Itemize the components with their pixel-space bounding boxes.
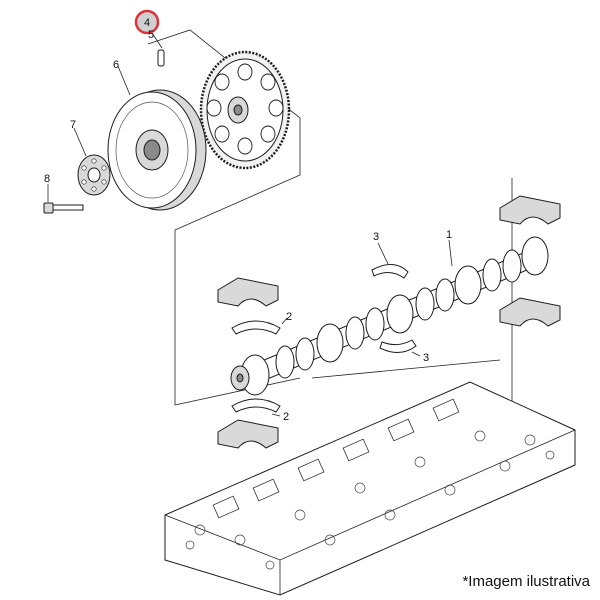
- callout-7: 7: [70, 119, 76, 131]
- callout-3-top: 3: [373, 231, 379, 243]
- bearing-shells-part-2: [231, 317, 288, 417]
- callout-8: 8: [44, 173, 50, 185]
- callout-6: 6: [113, 59, 119, 71]
- ring-gear-part: [199, 50, 291, 170]
- callout-1: 1: [446, 229, 452, 241]
- washer-plate-part: [73, 127, 111, 196]
- callout-2-top: 2: [286, 311, 292, 323]
- flywheel-part: [107, 65, 207, 211]
- callout-3-bottom: 3: [423, 352, 429, 364]
- cylinder-head-part: [164, 381, 576, 596]
- callout-4-highlight: [134, 9, 160, 35]
- bearing-caps-left: [217, 277, 279, 449]
- camshaft-part: [230, 236, 549, 396]
- bolt-part: [43, 184, 84, 214]
- illustrative-image-caption: *Imagem ilustrativa: [462, 573, 590, 590]
- callout-2-bottom: 2: [283, 411, 289, 423]
- callout-4: 4: [144, 17, 150, 29]
- thrust-shells-part-3: [371, 242, 421, 357]
- callout-5: 5: [148, 29, 154, 41]
- bearing-caps-right: [499, 195, 561, 327]
